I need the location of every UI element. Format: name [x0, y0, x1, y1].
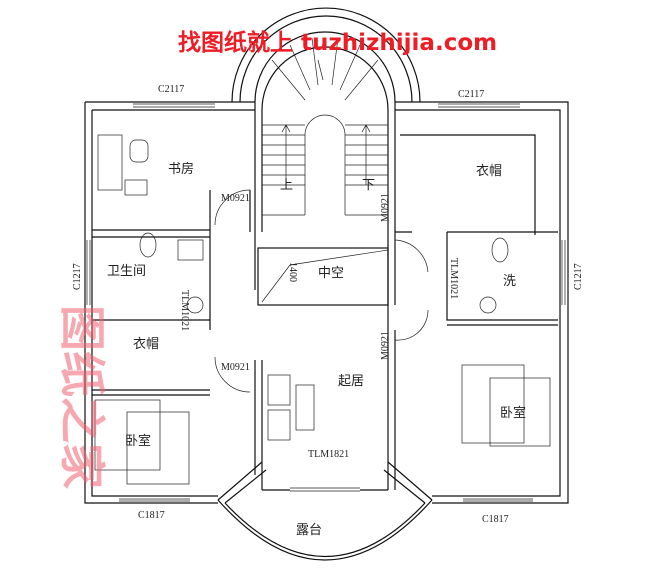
doors: [214, 189, 429, 393]
watermark-diagonal: 图纸之家: [55, 305, 109, 489]
outer-walls: [84, 101, 569, 504]
furniture: [94, 134, 551, 485]
bed-right: [489, 377, 551, 447]
room-closet-left: 衣帽: [133, 336, 159, 352]
window-code: C2117: [158, 84, 184, 95]
door-code: M0921: [221, 362, 250, 373]
room-void: 中空: [318, 266, 344, 281]
door-code: TLM1821: [308, 449, 349, 460]
door-code: M0921: [380, 331, 391, 360]
room-bedroom-right: 卧室: [500, 405, 526, 421]
rug-right: [461, 364, 525, 444]
coffee-table: [295, 384, 315, 431]
room-bedroom-left: 卧室: [125, 433, 151, 449]
stair-down-label: 下: [362, 178, 375, 193]
void-area: [257, 247, 389, 306]
shower-left: [177, 239, 204, 261]
rug-left: [126, 411, 190, 485]
basin-left: [186, 296, 204, 314]
dimension-label: 1400: [287, 262, 298, 282]
terrace: [217, 461, 433, 561]
bed-left: [94, 399, 161, 471]
cabinet: [124, 179, 148, 196]
room-bath-left: 卫生间: [107, 264, 146, 279]
door-code: M0921: [380, 193, 391, 222]
room-closet-right: 衣帽: [476, 163, 502, 179]
chair: [129, 139, 149, 163]
room-wash-right: 洗: [503, 274, 516, 289]
door-code: TLM1021: [179, 290, 190, 331]
toilet-left: [139, 232, 157, 258]
door-code: TLM1021: [448, 258, 459, 299]
basin-right: [479, 296, 497, 314]
window-code: C1217: [573, 263, 584, 290]
sofa-1: [267, 374, 291, 406]
sofa-2: [267, 409, 291, 441]
room-living: 起居: [338, 374, 364, 389]
window-code: C1817: [482, 514, 509, 525]
window-code: C2117: [458, 89, 484, 100]
door-code: M0921: [221, 193, 250, 204]
room-study: 书房: [168, 161, 194, 177]
stair-tower: [231, 7, 421, 232]
watermark-top: 找图纸就上 tuzhizhijia.com: [178, 29, 497, 56]
interior-walls: [92, 134, 558, 492]
desk: [97, 134, 123, 191]
stair-up-label: 上: [280, 178, 293, 193]
toilet-right: [491, 237, 509, 263]
room-terrace: 露台: [296, 523, 322, 538]
window-code: C1217: [72, 263, 83, 290]
window-code: C1817: [138, 510, 165, 521]
